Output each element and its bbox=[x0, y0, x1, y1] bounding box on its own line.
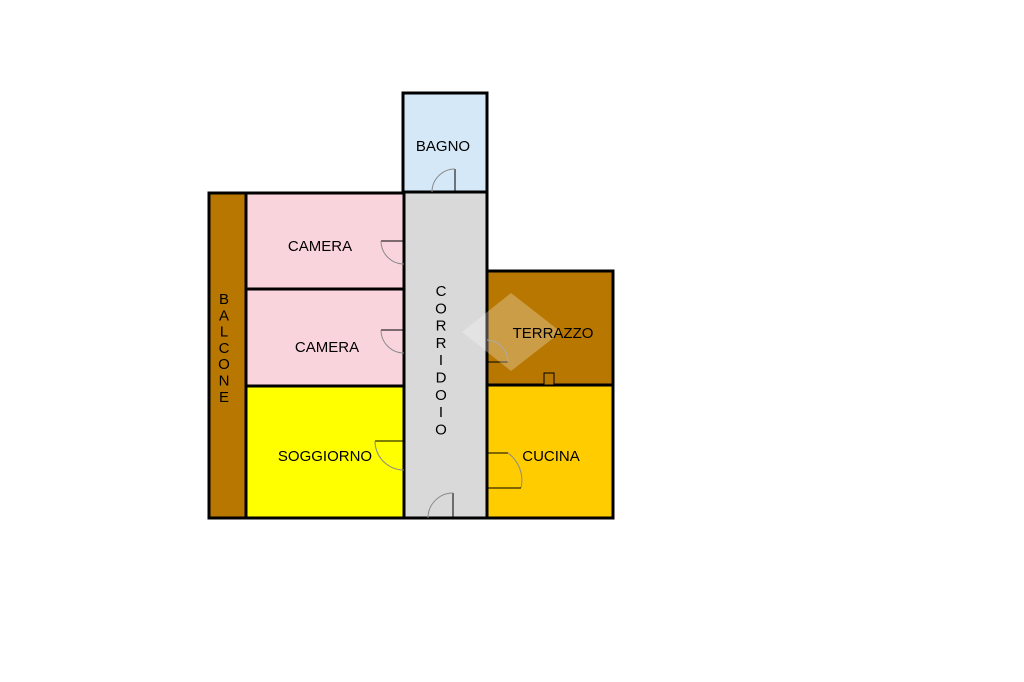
cucina-label: CUCINA bbox=[522, 448, 580, 465]
cucina-room bbox=[487, 385, 613, 518]
soggiorno-label: SOGGIORNO bbox=[278, 448, 372, 465]
camera-room-2 bbox=[246, 289, 404, 386]
corridoio-label-letter: O bbox=[435, 387, 447, 404]
camera-label-1: CAMERA bbox=[288, 238, 352, 255]
terrazzo-label: TERRAZZO bbox=[513, 325, 594, 342]
walls bbox=[207, 91, 615, 520]
corridoio-label-letter: D bbox=[436, 370, 447, 387]
balcone-label-letter: A bbox=[219, 307, 229, 324]
corridoio-label-letter: I bbox=[439, 404, 443, 421]
camera-label-2: CAMERA bbox=[295, 339, 359, 356]
door-camera-1 bbox=[380, 240, 405, 265]
corridoio-room bbox=[404, 192, 487, 518]
balcone-label-letter: B bbox=[219, 291, 229, 308]
door-soggiorno bbox=[374, 440, 405, 471]
balcone-label-letter: L bbox=[220, 324, 228, 341]
door-camera-2 bbox=[380, 329, 405, 354]
balcone-label-letter: E bbox=[219, 389, 229, 406]
soggiorno-room bbox=[246, 386, 404, 518]
door-terrazzo bbox=[486, 339, 555, 386]
door-bagno bbox=[431, 168, 456, 193]
corridoio-label-letter: R bbox=[436, 335, 447, 352]
terrazzo-room bbox=[487, 271, 613, 385]
balcone-label-letter: C bbox=[219, 340, 230, 357]
corridoio-label-letter: R bbox=[436, 318, 447, 335]
corridoio-label-letter: I bbox=[439, 352, 443, 369]
bagno-room bbox=[403, 93, 487, 192]
door-entrance bbox=[427, 492, 454, 519]
corridoio-label-letter: O bbox=[435, 300, 447, 317]
corridoio-label-letter: C bbox=[436, 283, 447, 300]
balcone-label-letter: O bbox=[218, 356, 230, 373]
corridoio-label-letter: O bbox=[435, 421, 447, 438]
balcone-label-letter: N bbox=[219, 373, 230, 390]
door-cucina bbox=[487, 452, 523, 489]
balcone-room bbox=[209, 193, 246, 518]
watermark-logo bbox=[462, 293, 561, 371]
camera-room-1 bbox=[246, 193, 404, 289]
bagno-label: BAGNO bbox=[416, 138, 470, 155]
